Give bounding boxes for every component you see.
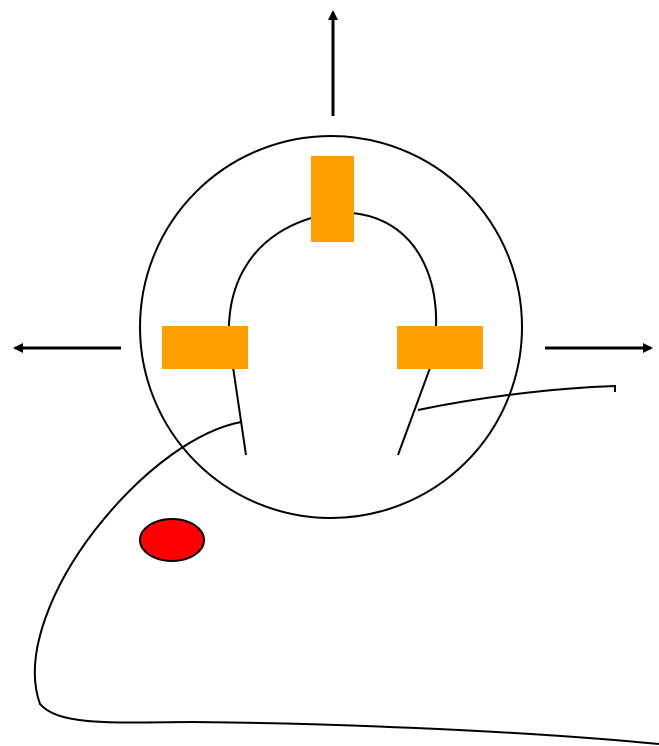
right-connector-line xyxy=(418,386,615,410)
body-outline xyxy=(35,422,659,744)
pad-right xyxy=(397,326,483,369)
pad-top xyxy=(311,156,354,242)
pad-left xyxy=(162,326,248,369)
red-dot xyxy=(140,519,204,561)
